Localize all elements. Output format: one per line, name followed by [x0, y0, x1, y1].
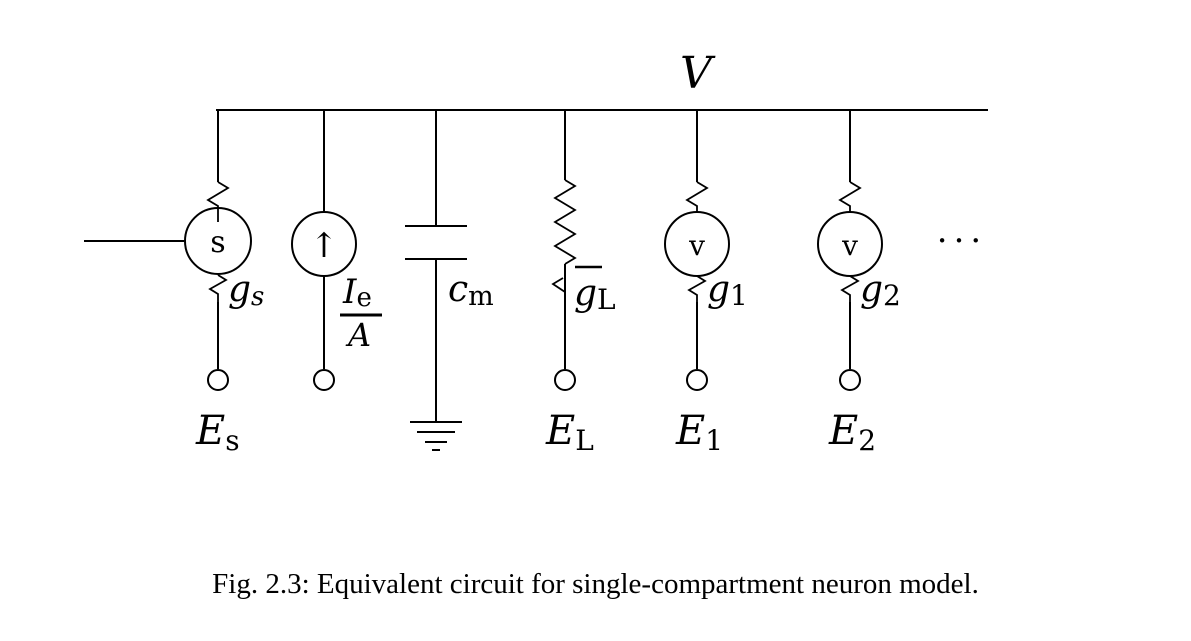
channel1-gate-symbol: v [688, 229, 705, 262]
capacitance-label: cm [448, 269, 494, 312]
channel1-conductance-resistor [687, 275, 707, 302]
current-denominator: A [345, 316, 371, 354]
channel2-conductance-label: g2 [860, 269, 901, 312]
channel1-conductance-label: g1 [707, 269, 748, 312]
channel2-branch: v g2 E2 [817, 110, 901, 457]
leak-branch: gL EL [545, 110, 616, 457]
synapse-gate-symbol: s [210, 225, 225, 260]
channel2-terminal [839, 369, 861, 391]
leak-reversal-label: EL [545, 408, 594, 457]
channel2-reversal-label: E2 [828, 408, 876, 457]
synapse-reversal-label: Es [195, 408, 240, 457]
synapse-top-resistor [206, 181, 230, 222]
ground-icon [410, 421, 462, 451]
circuit-diagram: V s gs Es ↑ Ie A cm [84, 48, 988, 457]
channel2-top-resistor [838, 181, 862, 212]
channel1-branch: v g1 E1 [664, 110, 748, 457]
leak-resistor-icon [553, 179, 577, 265]
channel1-top-resistor [685, 181, 709, 212]
leak-tick [551, 277, 566, 293]
leak-terminal [554, 369, 576, 391]
channel1-terminal [686, 369, 708, 391]
capacitor-branch: cm [405, 110, 494, 451]
ellipsis: ··· [937, 221, 987, 261]
synapse-conductance-label: gs [228, 269, 264, 312]
channel2-gate-symbol: v [841, 229, 858, 262]
figure-caption: Fig. 2.3: Equivalent circuit for single-… [212, 568, 979, 600]
channel2-conductance-resistor [840, 275, 860, 302]
current-branch: ↑ Ie A [291, 110, 382, 391]
current-numerator: Ie [342, 272, 372, 313]
channel1-reversal-label: E1 [675, 408, 723, 457]
voltage-label: V [680, 48, 716, 99]
synapse-conductance-resistor [208, 274, 228, 302]
leak-conductance-label: gL [574, 273, 616, 316]
current-terminal [313, 369, 335, 391]
current-arrow-icon: ↑ [310, 226, 339, 266]
synapse-branch: s gs Es [84, 110, 264, 457]
synapse-terminal [207, 369, 229, 391]
synapse-gate-icon [184, 207, 252, 275]
